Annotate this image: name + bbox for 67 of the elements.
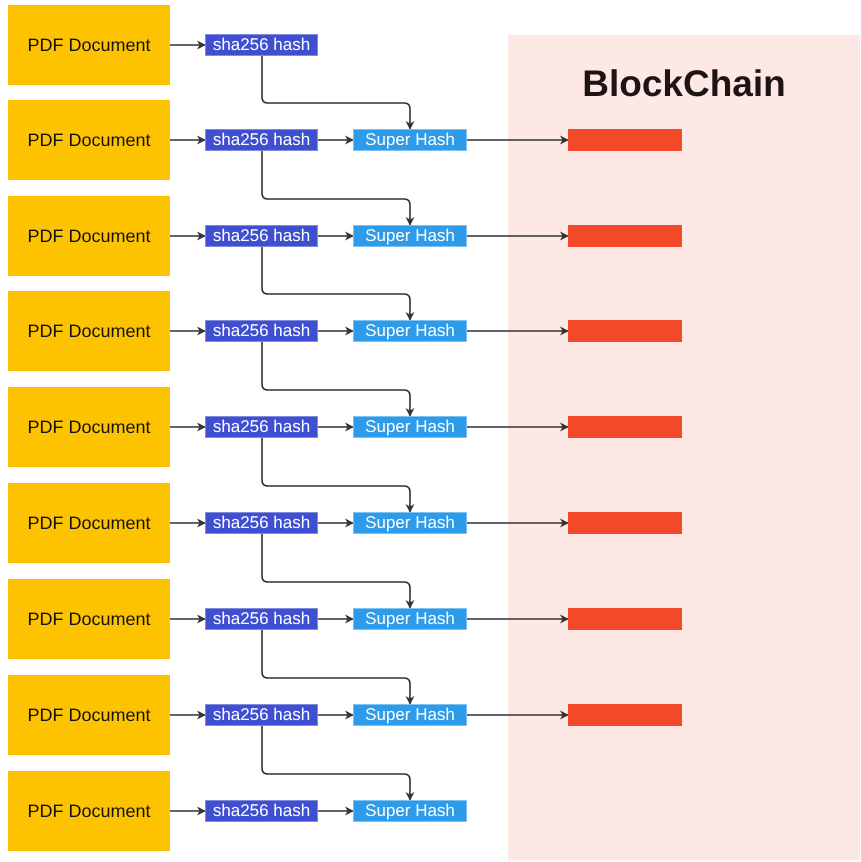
arrow xyxy=(261,151,414,226)
block-bar xyxy=(568,225,682,247)
super-hash-box: Super Hash xyxy=(353,800,467,822)
arrow xyxy=(261,630,414,705)
arrow xyxy=(261,438,414,513)
arrow xyxy=(318,232,354,240)
arrow xyxy=(467,136,569,144)
arrow xyxy=(170,518,206,528)
hash-box: sha256 hash xyxy=(205,34,318,56)
arrow xyxy=(170,40,206,50)
arrow xyxy=(467,614,569,624)
block-bar xyxy=(568,320,682,342)
arrow xyxy=(261,56,414,130)
arrow xyxy=(318,326,354,336)
hash-box: sha256 hash xyxy=(205,320,318,342)
arrow xyxy=(261,342,414,417)
arrow xyxy=(170,710,206,720)
document-box: PDF Document xyxy=(8,675,170,755)
arrow xyxy=(170,422,206,432)
document-box: PDF Document xyxy=(8,483,170,563)
arrow xyxy=(318,518,354,528)
arrow xyxy=(318,806,354,816)
arrow xyxy=(467,232,569,240)
document-box: PDF Document xyxy=(8,387,170,467)
super-hash-box: Super Hash xyxy=(353,416,467,438)
hash-box: sha256 hash xyxy=(205,416,318,438)
super-hash-box: Super Hash xyxy=(353,512,467,534)
super-hash-box: Super Hash xyxy=(353,608,467,630)
arrow xyxy=(170,326,206,336)
arrow xyxy=(261,247,414,321)
arrow xyxy=(467,710,569,720)
super-hash-box: Super Hash xyxy=(353,129,467,151)
hash-box: sha256 hash xyxy=(205,129,318,151)
arrow xyxy=(261,726,414,801)
block-bar xyxy=(568,608,682,630)
hash-box: sha256 hash xyxy=(205,512,318,534)
block-bar xyxy=(568,416,682,438)
arrow xyxy=(261,534,414,609)
arrow xyxy=(318,710,354,720)
super-hash-box: Super Hash xyxy=(353,225,467,247)
document-box: PDF Document xyxy=(8,291,170,371)
blockchain-panel xyxy=(508,35,860,860)
arrow xyxy=(318,422,354,432)
document-box: PDF Document xyxy=(8,100,170,180)
arrow xyxy=(467,518,569,528)
arrow xyxy=(170,806,206,816)
arrow xyxy=(318,614,354,624)
panel-title: BlockChain xyxy=(581,63,787,105)
arrow xyxy=(170,614,206,624)
arrow xyxy=(170,136,206,144)
arrow xyxy=(467,422,569,432)
block-bar xyxy=(568,129,682,151)
document-box: PDF Document xyxy=(8,579,170,659)
hash-box: sha256 hash xyxy=(205,608,318,630)
arrow xyxy=(318,136,354,144)
arrow xyxy=(467,326,569,336)
arrow xyxy=(170,232,206,240)
document-box: PDF Document xyxy=(8,5,170,85)
super-hash-box: Super Hash xyxy=(353,320,467,342)
hash-box: sha256 hash xyxy=(205,800,318,822)
block-bar xyxy=(568,512,682,534)
hash-box: sha256 hash xyxy=(205,704,318,726)
document-box: PDF Document xyxy=(8,771,170,851)
block-bar xyxy=(568,704,682,726)
super-hash-box: Super Hash xyxy=(353,704,467,726)
hash-box: sha256 hash xyxy=(205,225,318,247)
document-box: PDF Document xyxy=(8,196,170,276)
